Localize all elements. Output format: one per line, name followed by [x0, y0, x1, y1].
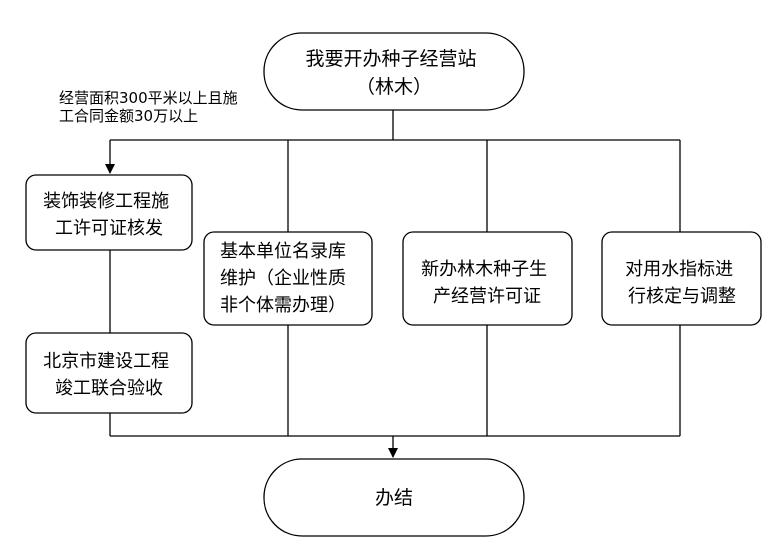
- end-label: 办结: [375, 487, 413, 509]
- step-4-line-1: 对用水指标进: [625, 259, 733, 280]
- step-3-line-1: 新办林木种子生: [421, 259, 547, 280]
- svg-text:我要开办种子经营站 （林木）: 我要开办种子经营站 （林木）: [305, 48, 482, 98]
- step-5-line-2: 竣工联合验收: [55, 378, 163, 399]
- svg-text:北京市建设工程 竣工联合验收: 北京市建设工程 竣工联合验收: [43, 351, 175, 399]
- step-decoration-permit: 装饰装修工程施 工许可证核发: [25, 174, 193, 251]
- svg-text:装饰装修工程施 工许可证核发: 装饰装修工程施 工许可证核发: [43, 191, 175, 239]
- step-3-line-2: 产经营许可证: [433, 286, 541, 307]
- step-2-line-1: 基本单位名录库: [220, 241, 346, 262]
- svg-text:办结: 办结: [375, 487, 413, 509]
- step-2-line-3: 非个体需办理）: [220, 295, 346, 316]
- step-5-line-1: 北京市建设工程: [43, 351, 169, 372]
- svg-text:对用水指标进 行核定与调整: 对用水指标进 行核定与调整: [625, 259, 739, 307]
- condition-note-line-2: 工合同金额30万以上: [59, 107, 198, 125]
- step-completion-acceptance: 北京市建设工程 竣工联合验收: [25, 332, 193, 414]
- condition-note-line-1: 经营面积300平米以上且施: [59, 89, 238, 107]
- start-line-2: （林木）: [356, 76, 432, 98]
- step-4-line-2: 行核定与调整: [628, 286, 736, 307]
- end-node: 办结: [263, 458, 525, 537]
- step-1-line-2: 工许可证核发: [55, 218, 163, 239]
- svg-text:基本单位名录库 维护（企业性质 非个: 基本单位名录库 维护（企业性质 非个体需办理）: [220, 241, 352, 316]
- step-seed-license: 新办林木种子生 产经营许可证: [402, 231, 573, 326]
- step-2-line-2: 维护（企业性质: [220, 268, 346, 289]
- step-unit-registry: 基本单位名录库 维护（企业性质 非个体需办理）: [203, 231, 373, 326]
- connectors: [105, 110, 681, 458]
- condition-note: 经营面积300平米以上且施 工合同金额30万以上: [59, 89, 242, 125]
- step-1-line-1: 装饰装修工程施: [43, 191, 169, 212]
- step-water-quota: 对用水指标进 行核定与调整: [601, 231, 762, 326]
- svg-text:新办林木种子生 产经营许可证: 新办林木种子生 产经营许可证: [421, 259, 553, 307]
- start-node: 我要开办种子经营站 （林木）: [263, 32, 525, 111]
- start-line-1: 我要开办种子经营站: [305, 48, 476, 70]
